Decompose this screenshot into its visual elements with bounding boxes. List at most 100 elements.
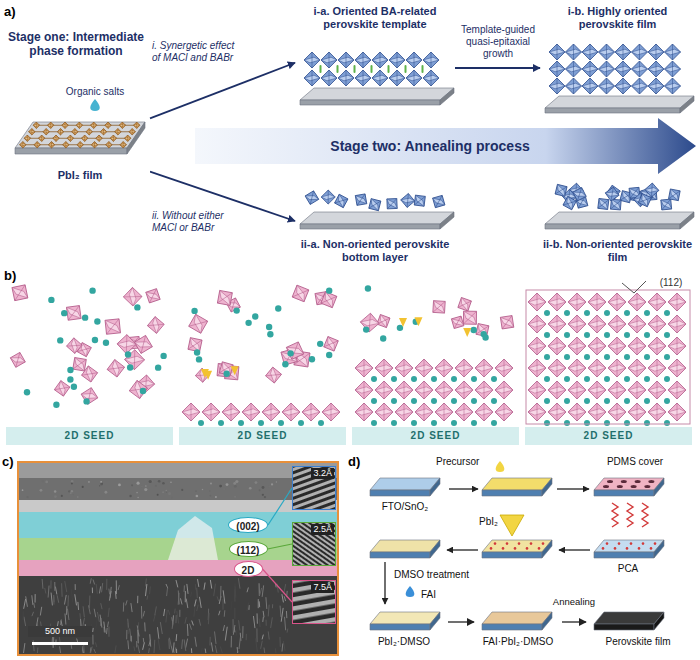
octahedron-axis <box>504 381 505 399</box>
cation-dot <box>127 364 133 370</box>
seed-label: 2D SEED <box>179 427 346 445</box>
ordered-domain <box>526 290 690 424</box>
octahedron-axis <box>656 78 657 94</box>
caption: PbI₂ film <box>10 169 150 182</box>
octahedron <box>415 381 433 399</box>
sem-grain <box>177 611 179 623</box>
sem-grain <box>141 486 142 487</box>
sem-grain <box>268 631 270 639</box>
sem-grain <box>149 634 151 646</box>
octahedron <box>338 70 354 86</box>
cation-dot <box>309 356 315 362</box>
sem-grain <box>215 645 217 653</box>
seed-layer: 2D SEED <box>525 427 692 445</box>
octahedron-axis <box>606 78 607 94</box>
octahedron <box>147 316 165 334</box>
sem-grain <box>136 492 138 494</box>
sem-grain <box>54 490 56 492</box>
sem-grain <box>204 583 205 590</box>
octahedron-face <box>20 142 26 148</box>
cation-dot <box>664 398 670 404</box>
octahedron-axis <box>657 293 658 311</box>
octahedron-face <box>628 403 646 421</box>
sem-grain <box>191 648 192 653</box>
text-label: Organic salts <box>50 86 140 98</box>
octahedron-face <box>455 381 473 399</box>
seed-label: 2D SEED <box>525 427 692 445</box>
octahedron-face <box>395 359 413 377</box>
octahedron-axis <box>271 403 272 421</box>
substrate-top <box>370 478 440 490</box>
substrate-top <box>594 540 664 552</box>
octahedron <box>355 381 373 399</box>
octahedron-axis <box>617 403 618 421</box>
cover-hole <box>603 485 609 488</box>
sem-grain <box>70 492 72 494</box>
octahedron-face <box>475 359 493 377</box>
octahedron-axis <box>310 191 313 205</box>
pca-dot <box>538 547 541 550</box>
stage-illustration: i-b. Highly oriented perovskite film <box>540 5 695 110</box>
sem-grain <box>33 640 35 651</box>
octahedron-axis <box>537 315 538 333</box>
octahedron-face <box>568 381 586 399</box>
sem-grain <box>219 611 220 616</box>
spacer-molecule <box>354 66 356 72</box>
octahedron-face <box>455 359 473 377</box>
octahedron-axis <box>464 359 465 377</box>
cation-dot <box>624 310 630 316</box>
octahedron-axis <box>557 78 558 94</box>
octahedron <box>599 44 615 60</box>
octahedron-face <box>406 52 422 68</box>
octahedron <box>120 142 126 148</box>
octahedron-face <box>265 366 283 384</box>
pca-dot <box>494 542 497 545</box>
sem-frame <box>18 462 338 655</box>
octahedron-face <box>375 381 393 399</box>
octahedron-axis <box>27 135 28 141</box>
cation-dot <box>53 402 59 408</box>
connector-label: ii. Without either MACl or BABr <box>152 210 238 234</box>
octahedron <box>628 293 646 311</box>
octahedron-axis <box>557 293 558 311</box>
sem-grain <box>129 495 132 498</box>
octahedron-axis <box>537 359 538 377</box>
octahedron <box>632 44 648 60</box>
octahedron <box>321 190 335 204</box>
octahedron <box>183 333 206 356</box>
growth-arrow <box>414 317 422 326</box>
octahedron-face <box>668 359 686 377</box>
octahedron-face <box>665 78 681 94</box>
octahedron-axis <box>292 290 309 297</box>
pca-dot <box>614 547 617 550</box>
octahedron-axis <box>414 52 415 68</box>
octahedron-axis <box>36 122 37 128</box>
sem-grain <box>197 605 199 611</box>
sem-grain <box>92 628 94 632</box>
octahedron-face <box>588 403 606 421</box>
substrate-top <box>594 612 664 624</box>
caption: i-a. Oriented BA-related perovskite temp… <box>295 5 455 31</box>
sem-grain <box>130 629 132 643</box>
substrate-side <box>440 212 454 229</box>
sem-grain <box>158 638 160 650</box>
plane-label: 2D <box>242 565 255 577</box>
sem-grain <box>280 606 282 617</box>
sem-grain <box>48 586 50 598</box>
pca-dot <box>618 542 621 545</box>
substrate-side <box>654 612 664 630</box>
sem-grain <box>202 489 204 491</box>
substrate-top <box>482 540 552 552</box>
octahedron <box>80 365 99 384</box>
octahedron <box>548 337 566 355</box>
pca-dot <box>542 542 545 545</box>
octahedron-axis <box>611 187 613 201</box>
sem-grain <box>42 480 44 482</box>
sem-grain <box>145 485 147 487</box>
octahedron <box>91 142 97 148</box>
octahedron-axis <box>657 359 658 377</box>
octahedron-face <box>105 122 111 128</box>
sem-grain <box>271 617 273 628</box>
octahedron-face <box>355 381 373 399</box>
sem-grain <box>108 627 109 637</box>
